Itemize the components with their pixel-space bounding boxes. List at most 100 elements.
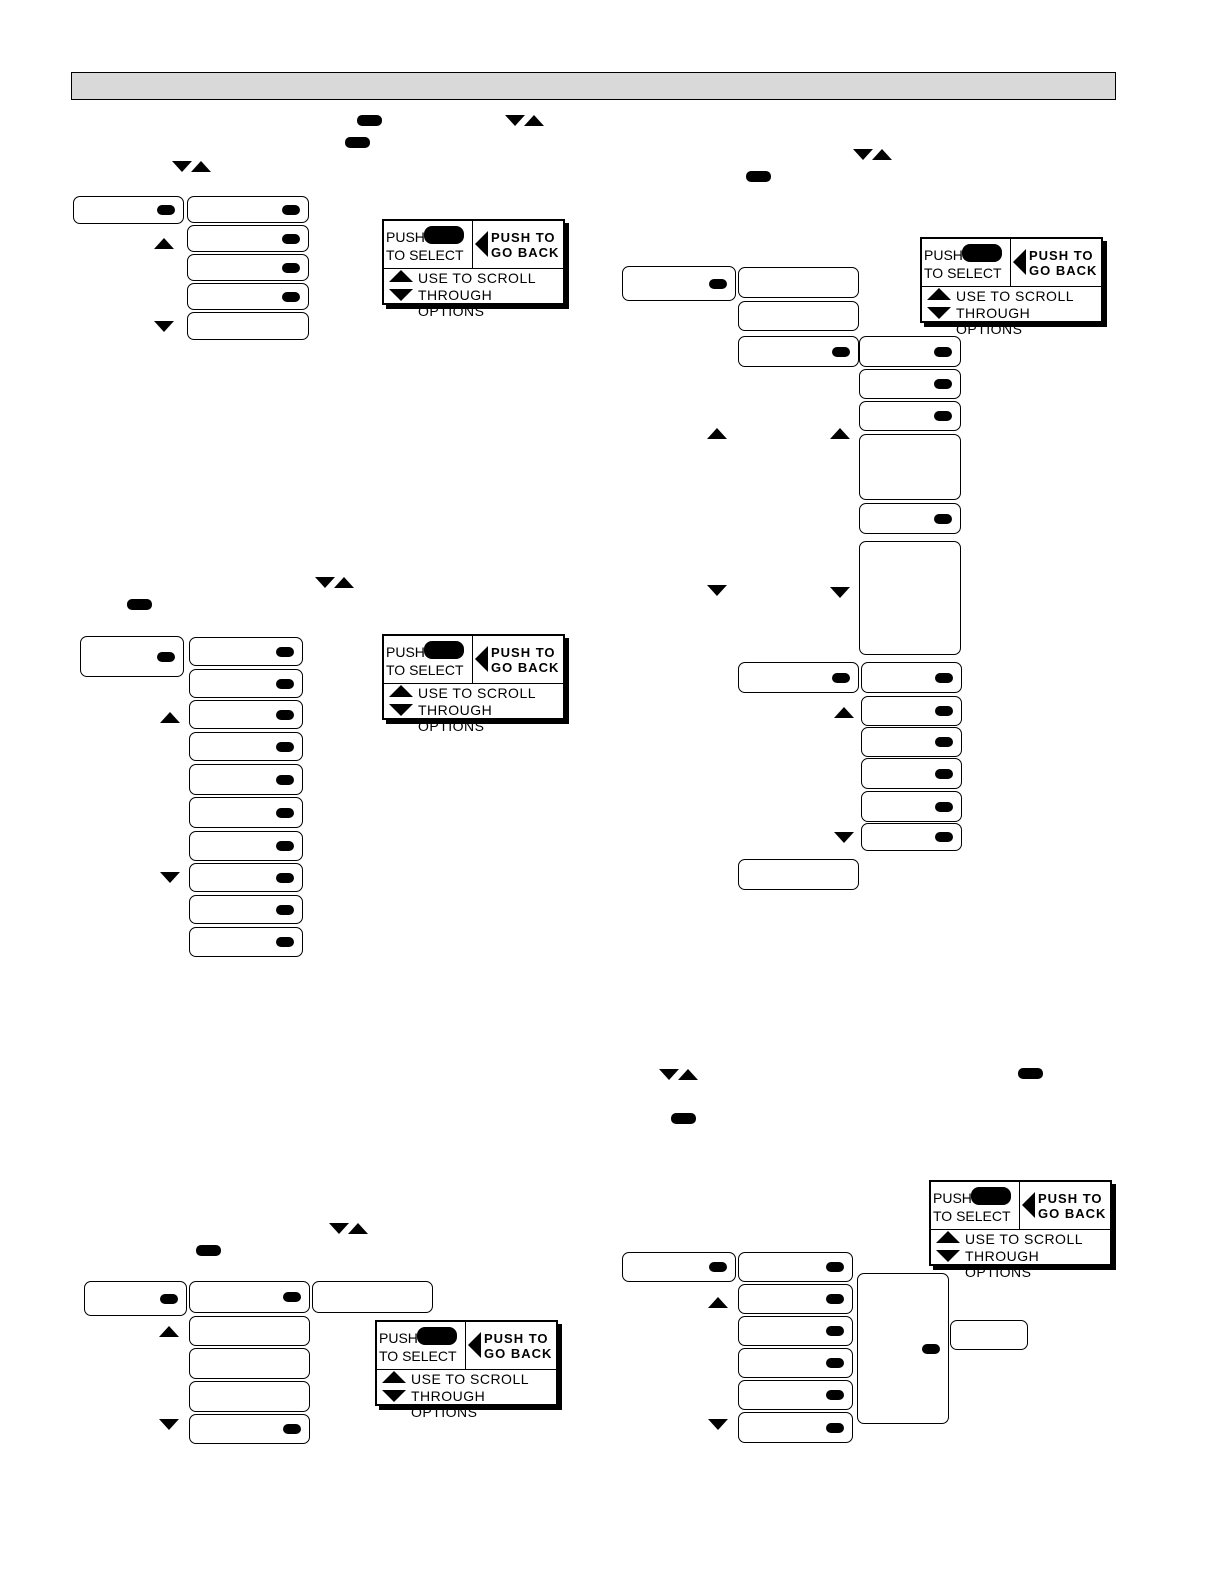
menu-item[interactable]	[738, 301, 859, 331]
select-button-icon	[276, 904, 294, 915]
menu-item[interactable]	[738, 267, 859, 298]
menu-item[interactable]	[859, 369, 961, 399]
menu-item[interactable]	[950, 1320, 1028, 1350]
select-button-icon	[276, 741, 294, 752]
menu-item[interactable]	[857, 1273, 949, 1424]
menu-item[interactable]	[859, 401, 961, 431]
scroll-arrows-icon	[505, 115, 545, 127]
select-button-icon	[934, 411, 952, 421]
down-arrow-icon	[936, 1250, 960, 1262]
menu-item[interactable]	[738, 1316, 853, 1346]
menu-item[interactable]	[738, 1348, 853, 1378]
menu-item[interactable]	[861, 791, 962, 822]
legend-through-label: THROUGH OPTIONS	[965, 1248, 1040, 1280]
select-button-icon	[276, 807, 294, 818]
menu-item-root[interactable]	[622, 1252, 736, 1282]
menu-item[interactable]	[859, 541, 961, 655]
menu-item[interactable]	[189, 732, 303, 761]
menu-item[interactable]	[859, 336, 961, 367]
menu-item[interactable]	[738, 662, 859, 693]
menu-item[interactable]	[189, 797, 303, 828]
select-button-icon	[276, 774, 294, 785]
menu-item[interactable]	[187, 225, 309, 252]
menu-item[interactable]	[738, 336, 859, 367]
legend-push-label: PUSH	[386, 644, 425, 660]
legend-push-to-label: PUSH TO	[491, 230, 556, 245]
legend-go-back-label: GO BACK	[491, 245, 560, 260]
select-button-icon	[934, 346, 952, 357]
legend-push-to-label: PUSH TO	[1038, 1191, 1103, 1206]
control-legend: PUSH TO SELECT PUSH TO GO BACK USE TO SC…	[382, 219, 565, 319]
select-button-icon	[345, 137, 370, 148]
menu-item[interactable]	[189, 637, 303, 666]
menu-item[interactable]	[861, 823, 962, 851]
menu-item[interactable]	[738, 1412, 853, 1443]
legend-push-label: PUSH	[924, 247, 963, 263]
menu-item[interactable]	[189, 895, 303, 924]
legend-scroll-label: USE TO SCROLL	[411, 1371, 530, 1387]
down-arrow-icon	[160, 872, 180, 883]
menu-item[interactable]	[859, 503, 961, 534]
legend-push-to-label: PUSH TO	[491, 645, 556, 660]
menu-item[interactable]	[187, 312, 309, 340]
down-arrow-icon	[927, 307, 951, 319]
menu-item[interactable]	[189, 700, 303, 729]
down-arrow-icon	[830, 587, 850, 598]
menu-item-root[interactable]	[80, 636, 184, 677]
menu-item[interactable]	[861, 758, 962, 789]
menu-item[interactable]	[187, 254, 309, 281]
down-arrow-icon	[154, 321, 174, 332]
menu-item[interactable]	[861, 662, 962, 693]
scroll-arrows-icon	[659, 1069, 699, 1081]
select-button-icon	[709, 1262, 727, 1272]
menu-item-root[interactable]	[84, 1281, 187, 1316]
up-arrow-icon	[389, 685, 413, 697]
menu-item[interactable]	[189, 764, 303, 795]
legend-push-label: PUSH	[386, 229, 425, 245]
menu-item[interactable]	[189, 831, 303, 861]
down-arrow-icon	[389, 704, 413, 716]
legend-through-label: THROUGH OPTIONS	[411, 1388, 486, 1420]
menu-item[interactable]	[187, 283, 309, 310]
menu-item[interactable]	[187, 196, 309, 223]
select-button-icon	[962, 244, 1002, 262]
select-button-icon	[282, 233, 300, 244]
menu-item[interactable]	[861, 727, 962, 757]
menu-item[interactable]	[738, 859, 859, 890]
menu-item[interactable]	[189, 1316, 310, 1346]
legend-scroll-label: USE TO SCROLL	[418, 685, 537, 701]
menu-item[interactable]	[189, 1381, 310, 1412]
menu-item[interactable]	[859, 434, 961, 500]
back-arrow-icon	[475, 646, 488, 672]
menu-item-root[interactable]	[622, 266, 736, 301]
select-button-icon	[935, 832, 953, 842]
legend-push-to-label: PUSH TO	[1029, 248, 1094, 263]
select-button-icon	[934, 513, 952, 524]
menu-item[interactable]	[189, 1414, 310, 1444]
select-button-icon	[826, 1358, 844, 1368]
back-arrow-icon	[475, 231, 488, 257]
select-button-icon	[709, 278, 727, 289]
up-arrow-icon	[159, 1326, 179, 1337]
select-button-icon	[276, 709, 294, 720]
menu-item[interactable]	[189, 927, 303, 957]
menu-item[interactable]	[312, 1281, 433, 1313]
down-arrow-icon	[708, 1419, 728, 1430]
select-button-icon	[826, 1262, 844, 1272]
select-button-icon	[826, 1294, 844, 1304]
menu-item[interactable]	[861, 696, 962, 726]
menu-item[interactable]	[738, 1380, 853, 1410]
menu-item[interactable]	[189, 1281, 310, 1313]
select-button-icon	[157, 651, 175, 662]
scroll-arrows-icon	[329, 1223, 369, 1235]
menu-item[interactable]	[738, 1284, 853, 1314]
legend-go-back-label: GO BACK	[491, 660, 560, 675]
legend-push-label: PUSH	[933, 1190, 972, 1206]
legend-to-select-label: TO SELECT	[386, 662, 464, 678]
menu-item[interactable]	[189, 669, 303, 698]
select-button-icon	[282, 262, 300, 273]
menu-item-root[interactable]	[73, 196, 184, 224]
menu-item[interactable]	[738, 1252, 853, 1282]
menu-item[interactable]	[189, 1348, 310, 1379]
menu-item[interactable]	[189, 863, 303, 892]
